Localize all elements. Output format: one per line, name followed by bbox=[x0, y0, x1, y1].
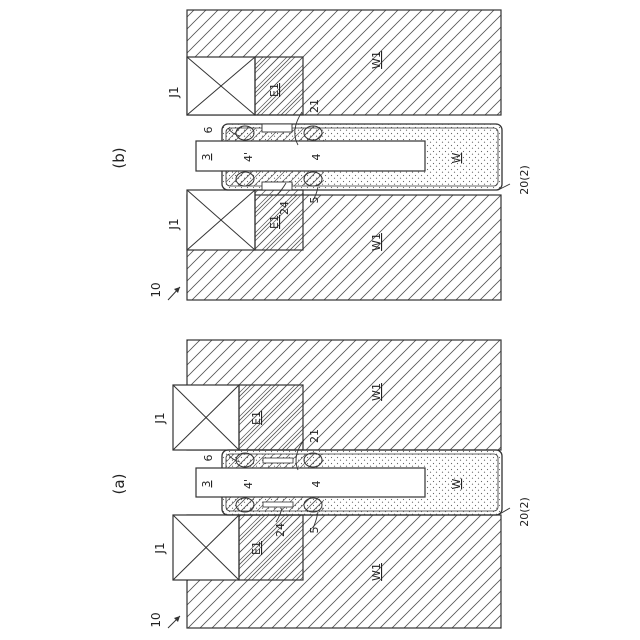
label-seal-bottom-b: 5 bbox=[308, 197, 321, 204]
label-workpiece-bottom-b: W1 bbox=[370, 233, 383, 251]
gasket-right-bottom-b bbox=[304, 172, 322, 186]
label-seal-bottom-a: 5 bbox=[308, 527, 321, 534]
label-jig-top-b: J1 bbox=[167, 86, 181, 98]
label-gasket-right-b: 4 bbox=[310, 154, 323, 161]
gasket-right-top-b bbox=[304, 126, 322, 140]
jig-top-b bbox=[187, 57, 255, 115]
label-port-bottom-b: 24 bbox=[278, 201, 291, 215]
label-device-b: 10 bbox=[149, 282, 163, 297]
electrode-top-a bbox=[239, 385, 303, 450]
label-port-bottom-a: 24 bbox=[274, 523, 287, 537]
panel-label-a: (a) bbox=[110, 474, 128, 495]
label-device-a: 10 bbox=[149, 612, 163, 627]
gasket-left-bottom-a bbox=[236, 498, 254, 512]
label-container-b: 20(2) bbox=[518, 165, 531, 195]
gasket-right-bottom-a bbox=[304, 498, 322, 512]
label-body-a: 3 bbox=[200, 481, 213, 488]
label-workpiece-bottom-a: W1 bbox=[370, 563, 383, 581]
gasket-left-top-a bbox=[236, 453, 254, 467]
jig-top-a bbox=[173, 385, 239, 450]
jig-bottom-b bbox=[187, 190, 255, 250]
label-seal-top-b: 6 bbox=[202, 127, 215, 134]
label-workpiece-top-a: W1 bbox=[370, 383, 383, 401]
jig-bottom-a bbox=[173, 515, 239, 580]
label-gasket-left-b: 4' bbox=[242, 152, 255, 162]
label-cavity-b: W bbox=[450, 152, 463, 163]
label-seal-top-a: 6 bbox=[202, 455, 215, 462]
label-body-b: 3 bbox=[200, 154, 213, 161]
gasket-left-bottom-b bbox=[236, 172, 254, 186]
gasket-left-top-b bbox=[236, 126, 254, 140]
label-electrode-top-a: E1 bbox=[250, 411, 263, 425]
label-gasket-right-a: 4 bbox=[310, 481, 323, 488]
label-electrode-top-b: E1 bbox=[268, 83, 281, 97]
label-port-top-b: 21 bbox=[308, 99, 321, 113]
label-gasket-left-a: 4' bbox=[242, 479, 255, 489]
label-jig-top-a: J1 bbox=[153, 412, 167, 424]
panel-label-b: (b) bbox=[110, 147, 128, 168]
label-electrode-bottom-b: E1 bbox=[268, 215, 281, 229]
label-cavity-a: W bbox=[450, 478, 463, 489]
label-port-top-a: 21 bbox=[308, 429, 321, 443]
label-container-a: 20(2) bbox=[518, 497, 531, 527]
panel-b: (b) J1 J1 E1 E1 W1 W1 3 W 4' 4 6 5 21 24… bbox=[110, 10, 531, 300]
label-workpiece-top-b: W1 bbox=[370, 51, 383, 69]
label-electrode-bottom-a: E1 bbox=[250, 541, 263, 555]
gasket-right-top-a bbox=[304, 453, 322, 467]
panel-a: (a) J1 J1 E1 E1 W1 W1 3 W 4' 4 6 5 21 24… bbox=[110, 340, 531, 628]
label-jig-bottom-b: J1 bbox=[167, 218, 181, 230]
electrode-bottom-a bbox=[239, 515, 303, 580]
label-jig-bottom-a: J1 bbox=[153, 542, 167, 554]
